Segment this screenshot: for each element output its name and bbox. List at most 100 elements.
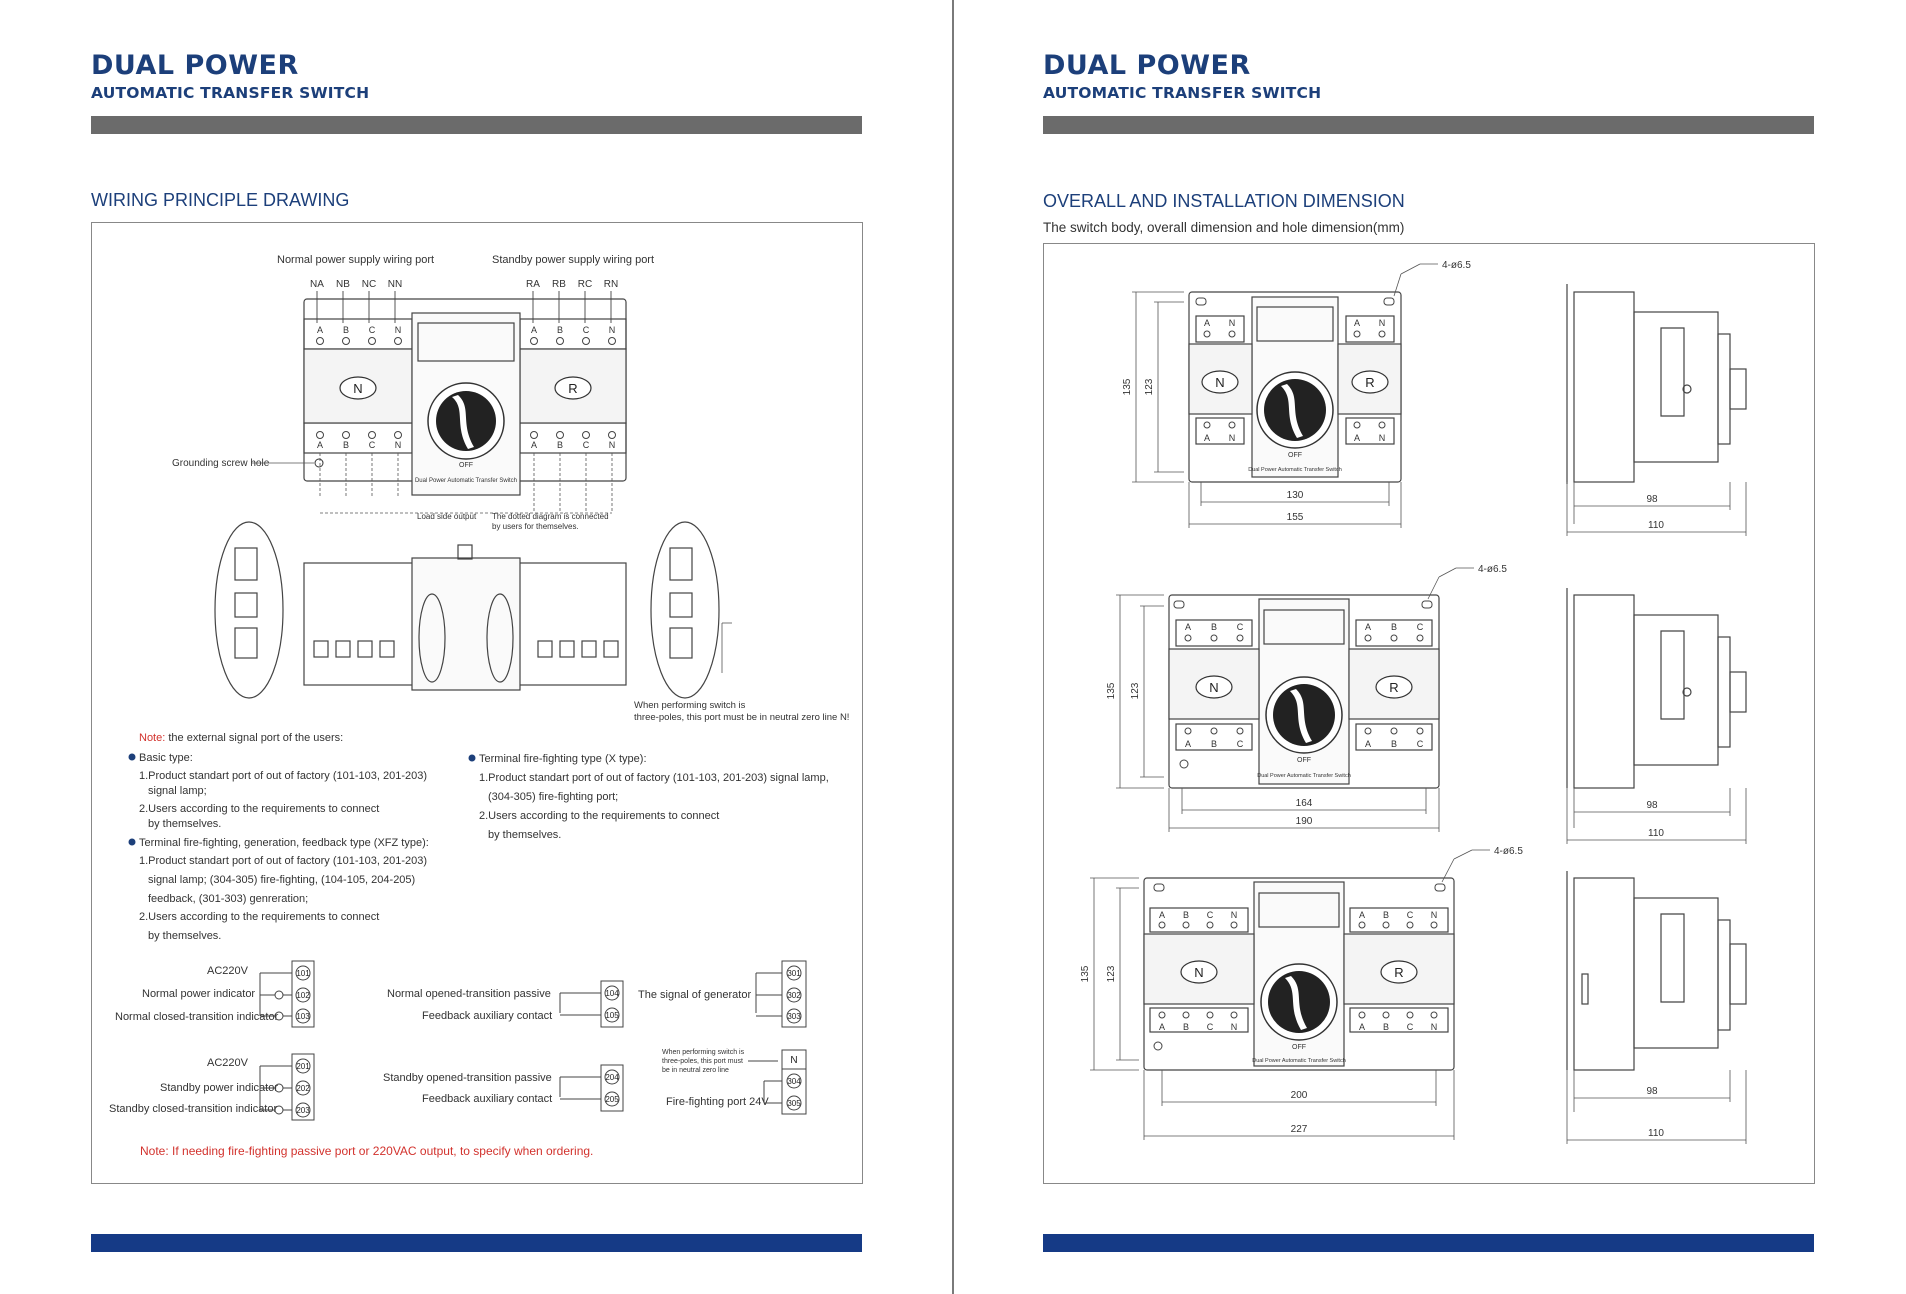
r-label: R bbox=[1389, 680, 1398, 695]
pole-letter: A bbox=[1354, 318, 1360, 328]
small-note-3: be in neutral zero line bbox=[662, 1067, 729, 1074]
dim-h-inner: 123 bbox=[1106, 965, 1117, 982]
wiring-diagram: Normal power supply wiring port Standby … bbox=[109, 254, 849, 1158]
switch-caption: Dual Power Automatic Transfer Switch bbox=[1248, 467, 1342, 473]
page-spine bbox=[952, 0, 954, 1294]
normal-power-indicator: Normal power indicator bbox=[142, 988, 255, 1000]
ac220v-label: AC220V bbox=[207, 1057, 249, 1069]
section-title-wiring: WIRING PRINCIPLE DRAWING bbox=[91, 190, 350, 210]
dimension-diagram: A N A N A N A N N R OFF Dual Power Autom… bbox=[1080, 260, 1747, 1144]
standby-opened-passive: Standby opened-transition passive bbox=[383, 1072, 552, 1084]
off-label: OFF bbox=[1292, 1044, 1306, 1051]
dim-depth-outer: 110 bbox=[1648, 520, 1664, 531]
pole-letter: A bbox=[317, 325, 323, 335]
dim-w-inner: 200 bbox=[1291, 1090, 1308, 1101]
small-note-2: three-poles, this port must bbox=[662, 1058, 743, 1065]
header-rule bbox=[1043, 116, 1814, 134]
terminal-201: 201 bbox=[296, 1062, 310, 1071]
header-rule bbox=[91, 116, 862, 134]
pole-letter: A bbox=[317, 440, 323, 450]
small-note-1: When performing switch is bbox=[662, 1049, 745, 1056]
note-prefix: Note: bbox=[139, 732, 165, 744]
switch-caption: Dual Power Automatic Transfer Switch bbox=[415, 478, 517, 484]
terminal-label: RA bbox=[526, 279, 540, 290]
terminal-305: 305 bbox=[787, 1099, 801, 1108]
pole-letter: N bbox=[1379, 318, 1386, 328]
pole-letter: B bbox=[1383, 1022, 1389, 1032]
feedback-aux-1: Feedback auxiliary contact bbox=[422, 1010, 552, 1022]
x-type-2b: by themselves. bbox=[488, 829, 561, 841]
feedback-aux-2: Feedback auxiliary contact bbox=[422, 1093, 552, 1105]
pole-letter: N bbox=[609, 325, 616, 335]
dim-hole: 4-ø6.5 bbox=[1494, 846, 1523, 857]
pole-letter: A bbox=[1359, 1022, 1365, 1032]
pole-letter: C bbox=[583, 325, 590, 335]
n-label: N bbox=[1209, 680, 1218, 695]
side-r-label: R bbox=[568, 381, 577, 396]
dimension-view-1: A N A N A N A N N R OFF Dual Power Autom… bbox=[1122, 260, 1471, 528]
dim-depth-inner: 98 bbox=[1646, 494, 1658, 505]
dim-h-inner: 123 bbox=[1144, 378, 1155, 395]
basic-type-2a: 2.Users according to the requirements to… bbox=[139, 803, 379, 815]
pole-letter: C bbox=[583, 440, 590, 450]
three-pole-note-2: three-poles, this port must be in neutra… bbox=[634, 712, 849, 723]
dim-depth-inner: 98 bbox=[1646, 1086, 1658, 1097]
terminal-label: RC bbox=[578, 279, 592, 290]
pole-letter: A bbox=[1185, 739, 1191, 749]
pole-letter: B bbox=[1183, 910, 1189, 920]
pole-letter: B bbox=[1211, 622, 1217, 632]
terminal-202: 202 bbox=[296, 1084, 310, 1093]
footer-rule bbox=[91, 1234, 862, 1252]
side-view-3: 98 110 bbox=[1566, 871, 1747, 1144]
terminal-label: NA bbox=[310, 279, 324, 290]
terminal-102: 102 bbox=[296, 991, 310, 1000]
brand-subtitle: AUTOMATIC TRANSFER SWITCH bbox=[1043, 84, 1322, 102]
basic-type-1b: signal lamp; bbox=[148, 785, 207, 797]
dim-h-inner: 123 bbox=[1130, 682, 1141, 699]
pole-letter: C bbox=[1407, 1022, 1414, 1032]
pole-letter: N bbox=[1379, 433, 1386, 443]
pole-letter: C bbox=[1417, 622, 1424, 632]
terminal-303: 303 bbox=[787, 1012, 801, 1021]
terminal-104: 104 bbox=[605, 989, 619, 998]
side-n-label: N bbox=[353, 381, 362, 396]
pole-letter: A bbox=[1354, 433, 1360, 443]
pole-letter: B bbox=[343, 440, 349, 450]
pole-letter: C bbox=[1407, 910, 1414, 920]
pole-letter: B bbox=[1183, 1022, 1189, 1032]
dotted-note-1: The dotted diagram is connected bbox=[492, 512, 609, 521]
pole-letter: C bbox=[369, 325, 376, 335]
dim-w-outer: 227 bbox=[1291, 1124, 1308, 1135]
pole-letter: N bbox=[1431, 910, 1438, 920]
pole-letter: A bbox=[531, 440, 537, 450]
pole-letter: N bbox=[395, 440, 402, 450]
pole-letter: A bbox=[1365, 739, 1371, 749]
dimension-drawing-frame: A N A N A N A N N R OFF Dual Power Autom… bbox=[1043, 243, 1815, 1184]
pole-letter: N bbox=[395, 325, 402, 335]
x-type-2a: 2.Users according to the requirements to… bbox=[479, 810, 719, 822]
n-label: N bbox=[1194, 965, 1203, 980]
pole-letter: B bbox=[343, 325, 349, 335]
pole-letter: C bbox=[1207, 910, 1214, 920]
normal-opened-passive: Normal opened-transition passive bbox=[387, 988, 551, 1000]
basic-type-title: Basic type: bbox=[139, 752, 193, 764]
three-pole-note-1: When performing switch is bbox=[634, 700, 746, 711]
pole-letter: N bbox=[1229, 433, 1236, 443]
dim-w-inner: 164 bbox=[1296, 798, 1313, 809]
note-text: the external signal port of the users: bbox=[165, 732, 343, 744]
pole-letter: C bbox=[1417, 739, 1424, 749]
right-page: DUAL POWER AUTOMATIC TRANSFER SWITCH OVE… bbox=[954, 0, 1906, 1294]
side-view-1: 98 110 bbox=[1566, 284, 1747, 536]
x-type-title: Terminal fire-fighting type (X type): bbox=[479, 753, 647, 765]
terminal-label: NB bbox=[336, 279, 350, 290]
pole-letter: A bbox=[1204, 318, 1210, 328]
terminal-label: RN bbox=[604, 279, 618, 290]
terminal-105: 105 bbox=[605, 1011, 619, 1020]
terminal-label: NC bbox=[362, 279, 376, 290]
standby-port-label: Standby power supply wiring port bbox=[492, 254, 654, 266]
pole-letter: A bbox=[1365, 622, 1371, 632]
pole-letter: B bbox=[1391, 622, 1397, 632]
xfz-type-1b: signal lamp; (304-305) fire-fighting, (1… bbox=[148, 874, 415, 886]
pole-letter: B bbox=[557, 325, 563, 335]
pole-letter: A bbox=[531, 325, 537, 335]
